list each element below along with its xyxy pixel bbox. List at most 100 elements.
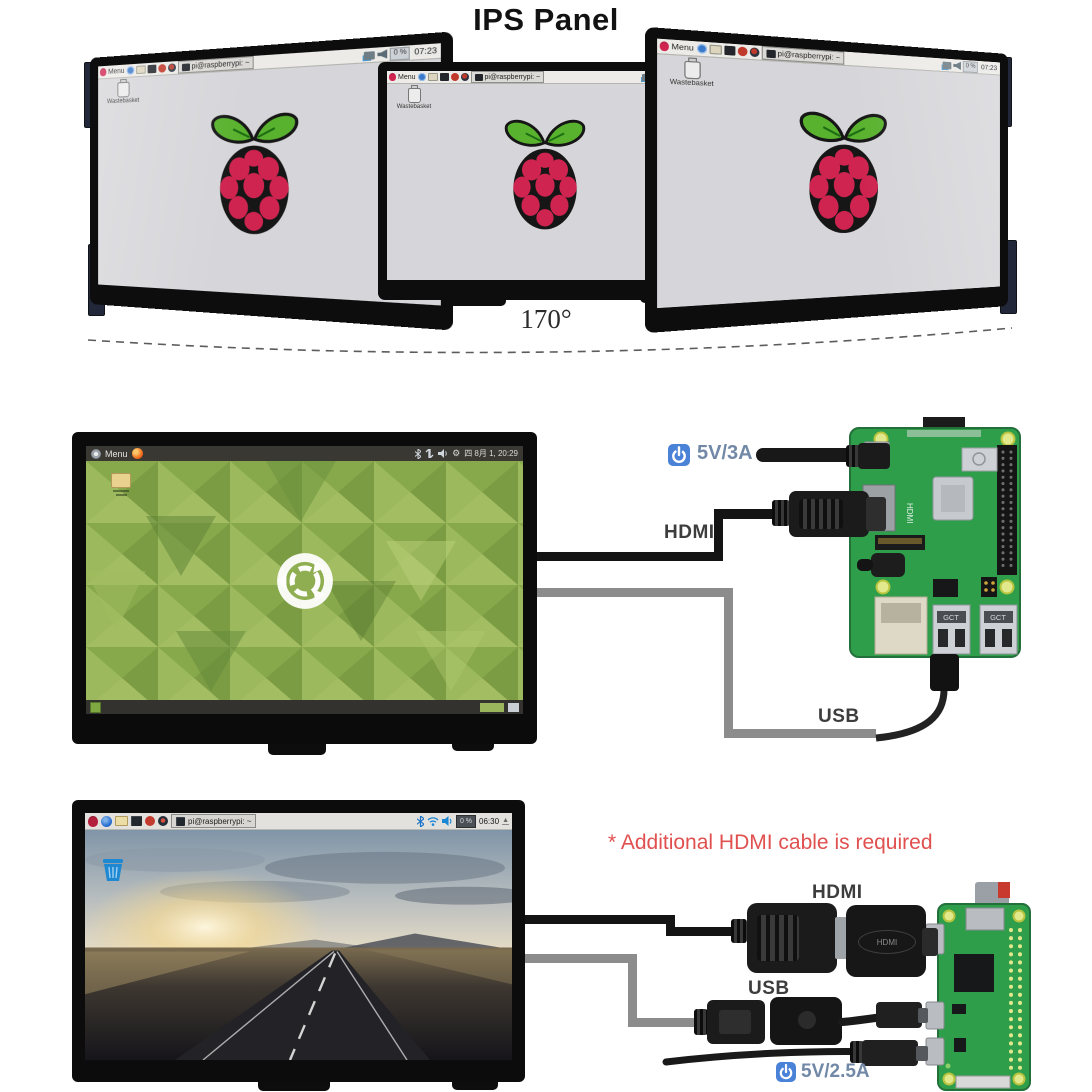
wastebasket-label: Wastebasket (669, 79, 714, 89)
usb-label: USB (748, 978, 790, 999)
raspberry-pi-zero-board (925, 882, 1031, 1091)
usb-a-plug (707, 1000, 765, 1044)
monitor-stand (448, 296, 506, 306)
file-manager-icon (135, 65, 146, 75)
soc-chip (954, 954, 994, 992)
hdmi-cable-line (714, 509, 723, 561)
hdmi-cable-line (525, 915, 675, 924)
usb-power-port (925, 1037, 945, 1066)
panel-clock: 四 8月 1, 20:29 (464, 449, 518, 458)
display-stand (452, 1080, 498, 1090)
hdmi-cable-line (525, 552, 723, 561)
terminal-icon (181, 62, 190, 71)
app-icon (167, 63, 176, 73)
app-icon (157, 63, 166, 73)
usb-port: GCT (979, 604, 1018, 655)
raspbian-taskbar: pi@raspberrypi: ~ 0 % 06:30 ▲ (85, 813, 512, 830)
volume-icon (441, 816, 452, 826)
gpio-header (997, 445, 1017, 575)
raspberry-menu-icon (389, 73, 396, 81)
wastebasket-icon: Wastebasket (666, 60, 717, 89)
power-cable (756, 448, 860, 462)
display-stand (268, 742, 326, 755)
terminal-window-button: pi@raspberrypi: ~ (177, 55, 254, 74)
hdmi-plug (747, 903, 837, 973)
file-manager-icon (708, 44, 722, 55)
wifi-chip (961, 447, 998, 472)
clock: 06:30 (479, 816, 500, 826)
menu-button-label: Menu (105, 448, 128, 459)
power-icon (668, 444, 690, 466)
app-icon (460, 73, 469, 81)
terminal-icon (176, 816, 185, 826)
micro-usb-plug (876, 1002, 922, 1028)
app-icon (450, 73, 459, 81)
folder-glyph (111, 473, 131, 488)
cable-strain-relief (846, 445, 860, 467)
eject-icon: ▲ (502, 816, 509, 825)
display-stand (452, 740, 494, 751)
display-screen: pi@raspberrypi: ~ 0 % 06:30 ▲ (85, 813, 512, 1060)
terminal-icon (147, 64, 156, 74)
usb-cable-line (724, 729, 876, 738)
network-icon (363, 50, 375, 60)
hdmi-cable-note: * Additional HDMI cable is required (608, 831, 933, 854)
volume-icon (377, 49, 387, 59)
power-spec-label: 5V/2.5A (801, 1061, 870, 1082)
bluetooth-icon (416, 815, 424, 827)
raspberry-menu-icon (659, 41, 669, 52)
terminal-window-button: pi@raspberrypi: ~ (171, 814, 257, 828)
pcb (937, 903, 1031, 1091)
wastebasket-icon: Wastebasket (394, 85, 434, 110)
hdmi-cable-line (721, 509, 783, 519)
raspberry-pi-logo (203, 103, 307, 235)
raspberry-pi-logo (504, 120, 586, 230)
volume-icon (953, 61, 961, 70)
menu-button-label: Menu (398, 73, 416, 81)
page-title: IPS Panel (473, 2, 619, 37)
hdmi-cable-line (666, 915, 675, 936)
volume-icon (438, 449, 447, 458)
micro-usb-tip (918, 1008, 928, 1023)
trash-can-glyph (683, 60, 701, 80)
wastebasket-icon: Wastebasket (105, 81, 142, 105)
trash-applet-icon (508, 702, 519, 712)
firefox-icon (131, 448, 143, 459)
power-spec-label: 5V/3A (697, 442, 753, 464)
trash-can-glyph (407, 85, 421, 103)
display-stand (258, 1080, 330, 1091)
clock: 07:23 (980, 63, 999, 72)
app-icon (737, 46, 747, 57)
app-icon (749, 47, 759, 58)
road-desktop (85, 830, 512, 1060)
settings-gear-icon: ⚙ (452, 448, 461, 458)
terminal-icon (765, 49, 776, 58)
hdmi-label: HDMI (664, 522, 715, 543)
menu-button-label: Menu (671, 42, 694, 53)
usb-otg-adapter (770, 997, 842, 1045)
hdmi-coupler (835, 917, 848, 959)
usb-plug (930, 654, 959, 691)
terminal-window-title: pi@raspberrypi: ~ (777, 49, 840, 62)
usb-port: GCT (932, 604, 971, 655)
clock: 07:23 (413, 46, 439, 57)
bluetooth-icon (415, 448, 422, 459)
hdmi-cable-line (666, 927, 738, 936)
terminal-icon (474, 73, 483, 81)
network-icon (942, 61, 952, 69)
file-manager-icon (427, 73, 438, 81)
usb-cable-line (724, 588, 733, 738)
monitor-right: Menu pi@raspberrypi: ~ 0 % 07:23 Wasteba… (645, 26, 1008, 334)
workspace-switcher (480, 702, 504, 712)
mini-hdmi-tip (922, 928, 938, 956)
mini-hdmi-adapter: HDMI (846, 905, 926, 977)
file-manager-icon (115, 816, 128, 826)
mate-screen: Menu ⚙ 四 8月 1, 20:29 (86, 446, 523, 714)
usb-label: USB (818, 706, 860, 727)
hdmi-silkscreen: HDMI (905, 503, 914, 523)
trash-can-glyph (116, 81, 130, 98)
micro-usb-plug (858, 443, 890, 469)
cable-strain-relief (772, 500, 790, 526)
browser-icon (126, 66, 134, 75)
